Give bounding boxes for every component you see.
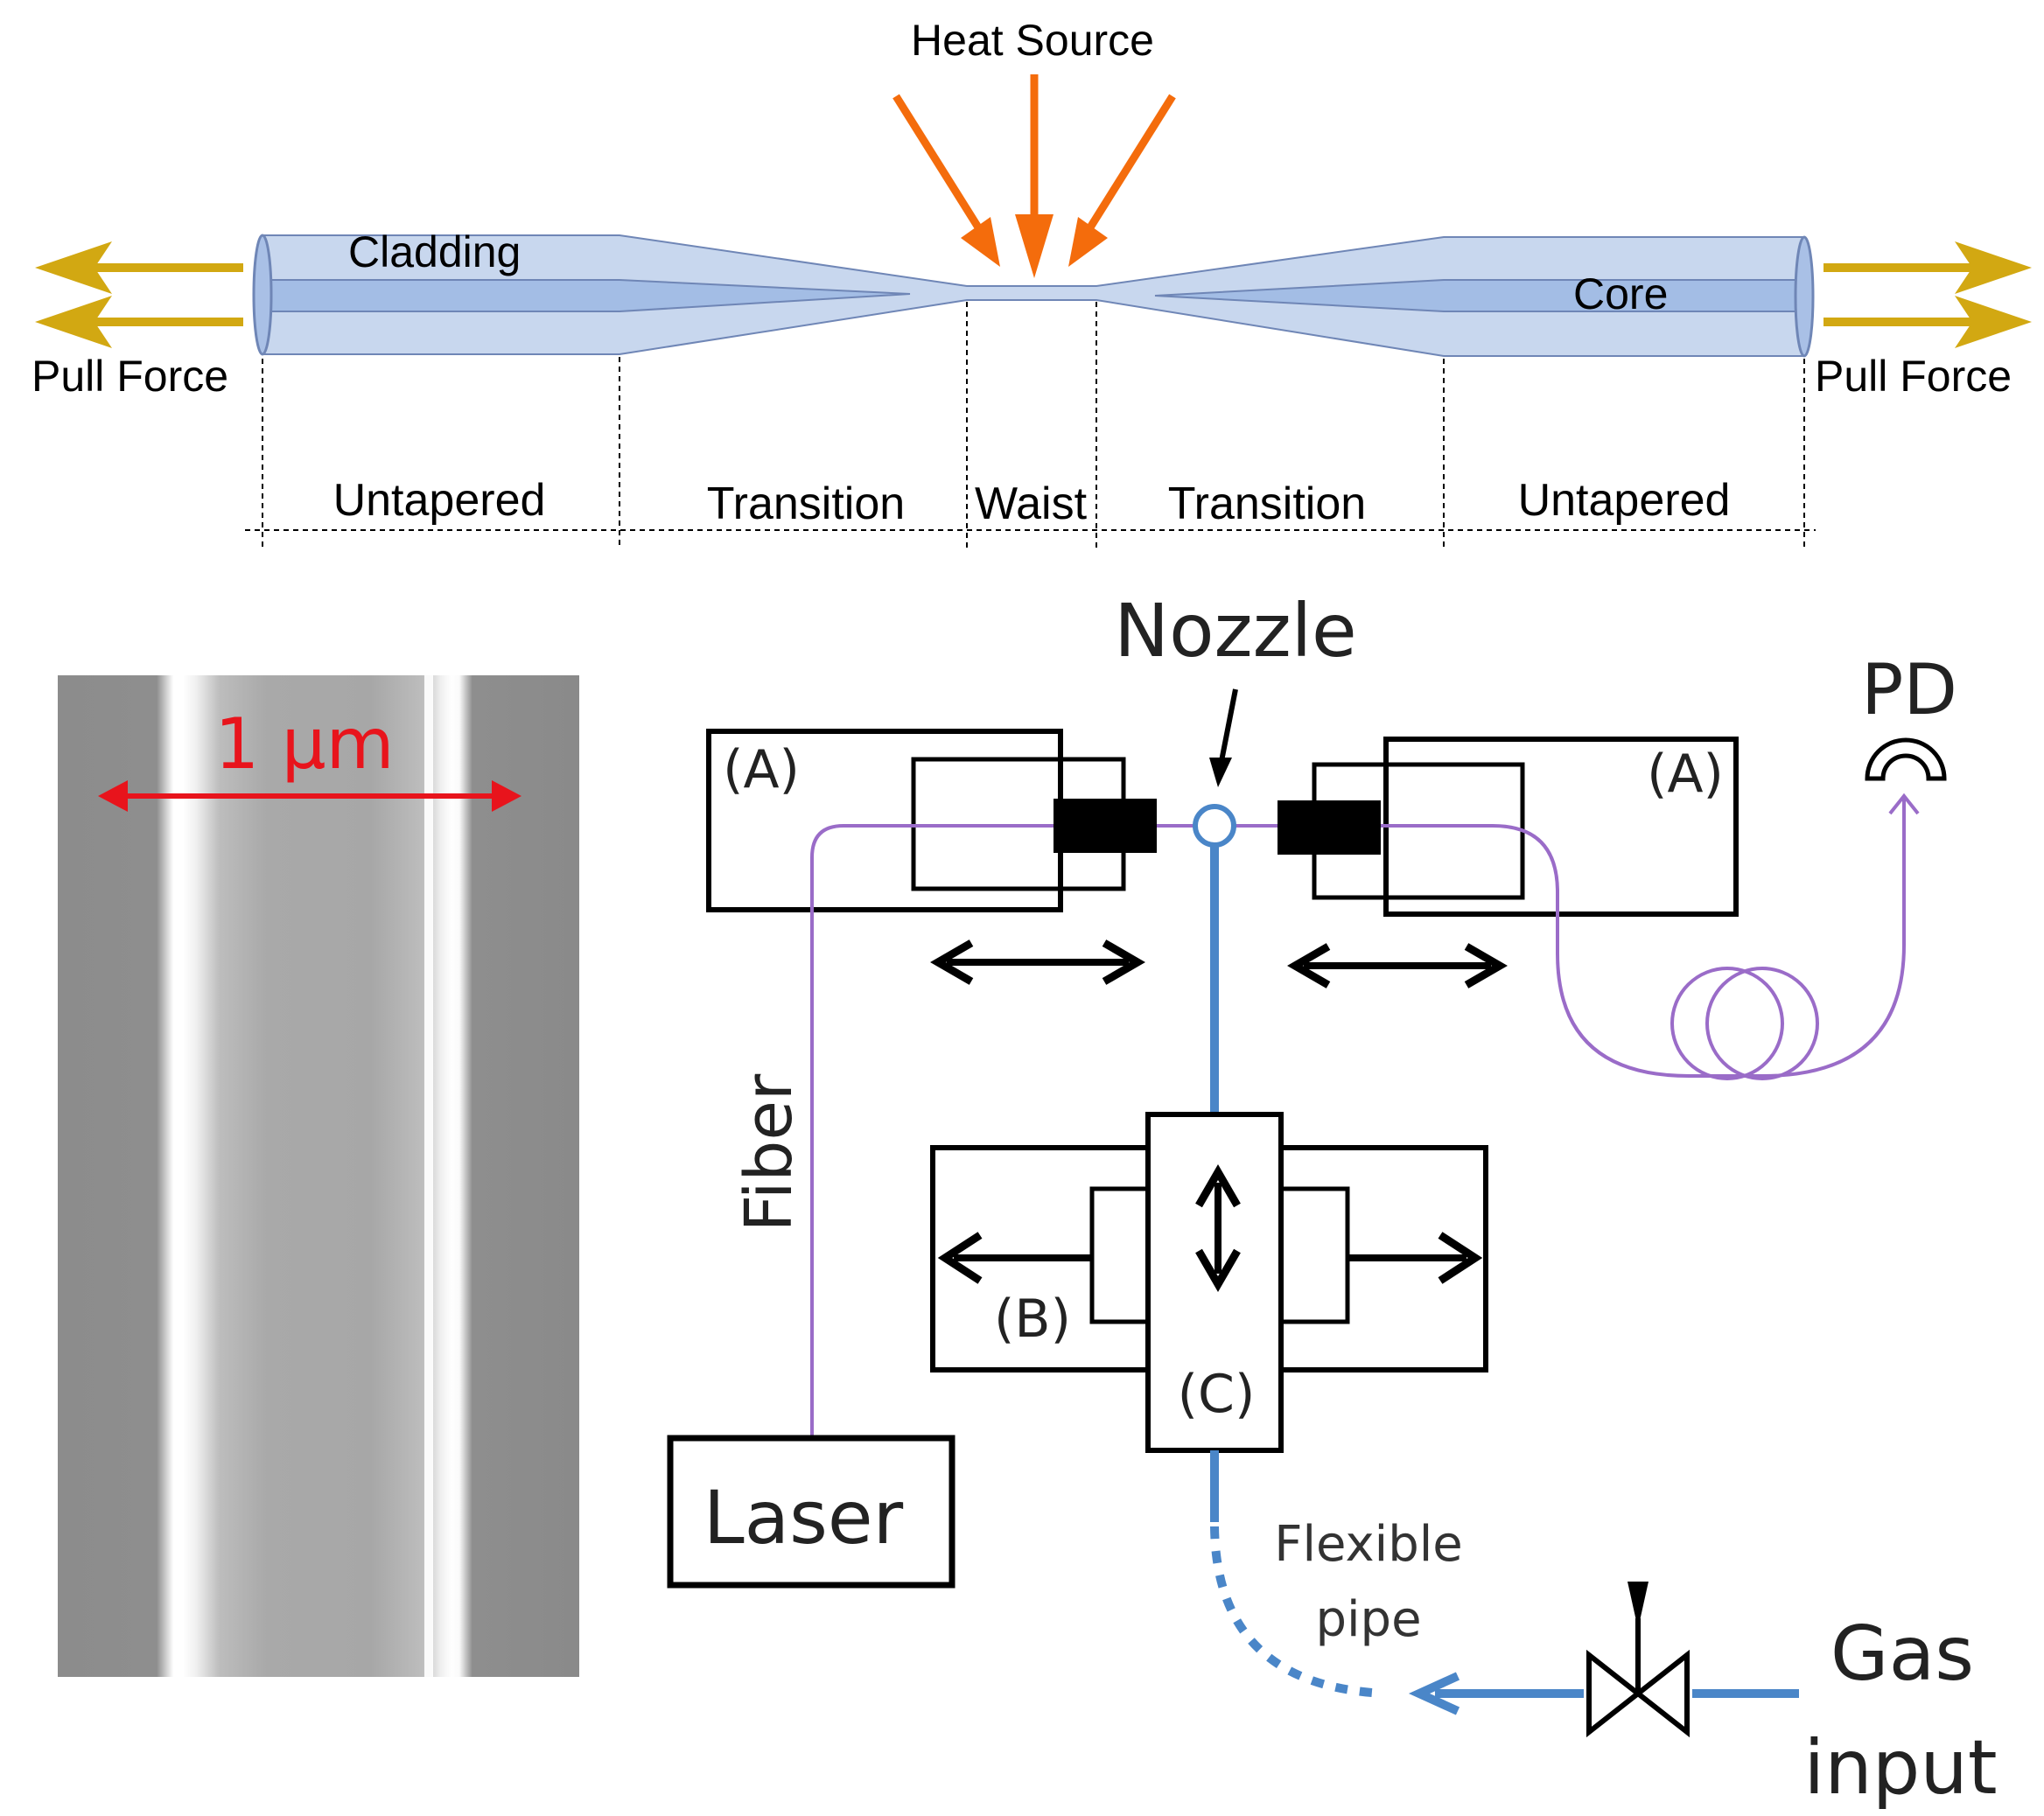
laser-label: Laser — [704, 1475, 904, 1561]
pull-force-right-label: Pull Force — [1815, 352, 2012, 401]
pull-arrows-right — [1824, 241, 2032, 348]
fiber-end-left — [252, 234, 273, 356]
heat-arrows — [892, 74, 1176, 278]
sem-gap-right — [424, 675, 433, 1677]
section-waist: Waist — [975, 478, 1088, 529]
flexible-pipe-label-1: Flexible — [1274, 1516, 1463, 1573]
flexible-pipe-label-2: pipe — [1315, 1591, 1421, 1648]
sem-gap-left — [173, 675, 184, 1677]
stage-c-vertical-arrow — [1195, 1164, 1241, 1292]
photodetector-icon — [1865, 737, 1947, 781]
gas-input-line — [1408, 1672, 1799, 1715]
stage-a-right-motion-arrow — [1287, 943, 1508, 988]
stage-a-left-label: (A) — [723, 739, 800, 800]
laser-box — [667, 1435, 956, 1589]
pull-force-left-label: Pull Force — [32, 352, 228, 401]
section-transition-left: Transition — [707, 478, 905, 529]
stage-a-left-motion-arrow — [930, 939, 1145, 985]
scale-bar — [98, 780, 522, 812]
nozzle-pointer-arrow — [1209, 688, 1238, 787]
stage-c-label: (C) — [1178, 1364, 1256, 1425]
taper-diagram: Heat Source Pull Force Pull Force Claddi… — [32, 16, 2032, 549]
section-transition-right: Transition — [1168, 478, 1366, 529]
fiber-end-right — [1794, 235, 1815, 358]
setup-diagram: (A) (A) Fiber PD Nozzle — [667, 588, 1998, 1812]
stage-b-label: (B) — [994, 1289, 1071, 1350]
heat-source-label: Heat Source — [911, 16, 1154, 65]
pull-arrows-left — [35, 241, 243, 348]
fiber-clamp-left — [1054, 799, 1157, 853]
gas-input-label-1: Gas — [1830, 1610, 1974, 1698]
sem-background — [58, 675, 579, 1677]
stage-b-left-arrow — [937, 1232, 1092, 1284]
fiber-clamp-right — [1278, 800, 1381, 855]
fiber-label: Fiber — [732, 1073, 807, 1232]
core-label: Core — [1573, 269, 1668, 318]
nozzle-label: Nozzle — [1114, 588, 1356, 674]
section-untapered-right: Untapered — [1518, 475, 1731, 526]
nozzle-icon — [1193, 804, 1236, 848]
section-dividers — [245, 302, 1816, 549]
section-untapered-left: Untapered — [333, 475, 546, 526]
gas-input-label-2: input — [1803, 1724, 1997, 1812]
cladding-label: Cladding — [348, 227, 521, 276]
pd-label: PD — [1861, 649, 1957, 730]
sem-image: 1 µm — [58, 675, 579, 1677]
stage-a-right-label: (A) — [1647, 744, 1724, 805]
flexible-pipe — [1210, 1526, 1373, 1697]
optical-fiber — [810, 793, 1920, 1438]
scale-label: 1 µm — [214, 703, 394, 785]
stage-b-right-arrow — [1348, 1232, 1483, 1284]
valve-icon — [1586, 1582, 1690, 1738]
